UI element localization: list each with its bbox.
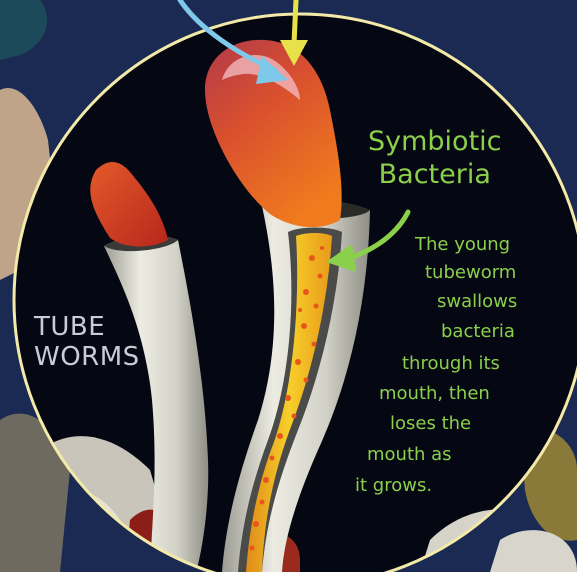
description-line-3: swallows [437, 290, 517, 314]
description-line-4: bacteria [441, 320, 515, 344]
description-line-7: loses the [390, 412, 471, 436]
description-line-2: tubeworm [425, 261, 516, 285]
description-line-8: mouth as [367, 443, 452, 467]
description-line-9: it grows. [355, 474, 432, 498]
description-line-1: The young [415, 233, 510, 257]
description-line-6: mouth, then [379, 382, 490, 406]
description-line-5: through its [402, 352, 500, 376]
